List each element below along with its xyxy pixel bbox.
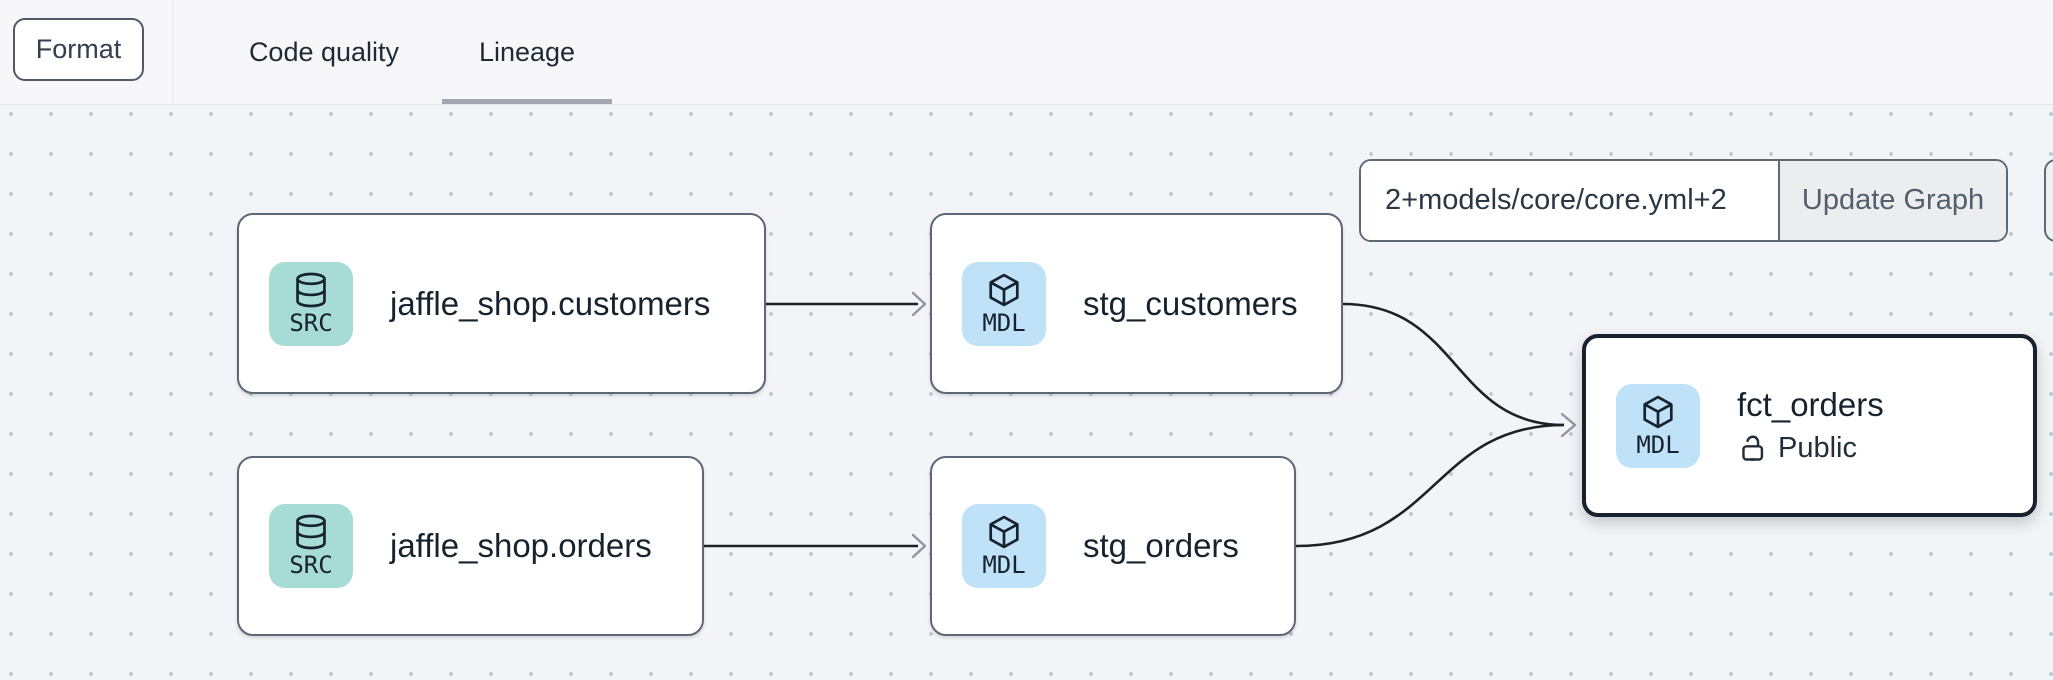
selector-input[interactable] bbox=[1361, 161, 1778, 240]
node-label: jaffle_shop.orders bbox=[390, 527, 652, 564]
unlock-icon bbox=[1742, 435, 1764, 461]
model-type-badge: MDL bbox=[1616, 383, 1700, 468]
cube-icon bbox=[989, 515, 1019, 549]
tab-code-quality[interactable]: Code quality bbox=[248, 36, 400, 67]
update-graph-button[interactable]: Update Graph bbox=[1778, 161, 2006, 240]
clipped-toolbar-button[interactable] bbox=[2044, 159, 2053, 242]
graph-selector-group: Update Graph bbox=[1359, 159, 2008, 242]
header-divider bbox=[172, 0, 173, 104]
node-type-label: SRC bbox=[289, 308, 333, 337]
top-bar: Format Code quality Lineage bbox=[0, 0, 2053, 105]
node-fct-orders[interactable]: MDL fct_orders Public bbox=[1582, 334, 2037, 517]
format-button[interactable]: Format bbox=[13, 18, 144, 81]
active-tab-underline bbox=[442, 99, 612, 104]
node-type-label: MDL bbox=[982, 308, 1026, 337]
source-type-badge: SRC bbox=[269, 504, 353, 588]
node-label: stg_orders bbox=[1083, 527, 1239, 564]
model-type-badge: MDL bbox=[962, 261, 1046, 346]
node-jaffle-shop-customers[interactable]: SRC jaffle_shop.customers bbox=[237, 213, 766, 394]
cube-icon bbox=[989, 273, 1019, 306]
node-type-label: MDL bbox=[1636, 430, 1680, 459]
node-label: stg_customers bbox=[1083, 284, 1298, 322]
node-jaffle-shop-orders[interactable]: SRC jaffle_shop.orders bbox=[237, 456, 704, 636]
tab-lineage[interactable]: Lineage bbox=[478, 36, 576, 67]
node-label: fct_orders bbox=[1737, 386, 1884, 423]
cube-icon bbox=[1643, 395, 1673, 428]
access-label: Public bbox=[1778, 432, 1857, 464]
source-type-badge: SRC bbox=[269, 261, 353, 346]
database-icon bbox=[296, 514, 326, 550]
model-type-badge: MDL bbox=[962, 504, 1046, 588]
node-label: jaffle_shop.customers bbox=[390, 284, 711, 322]
node-type-label: MDL bbox=[982, 551, 1026, 579]
access-row: Public bbox=[1737, 432, 1884, 465]
node-stg-orders[interactable]: MDL stg_orders bbox=[930, 456, 1296, 636]
node-stg-customers[interactable]: MDL stg_customers bbox=[930, 213, 1343, 394]
database-icon bbox=[296, 272, 326, 307]
node-type-label: SRC bbox=[289, 551, 333, 579]
